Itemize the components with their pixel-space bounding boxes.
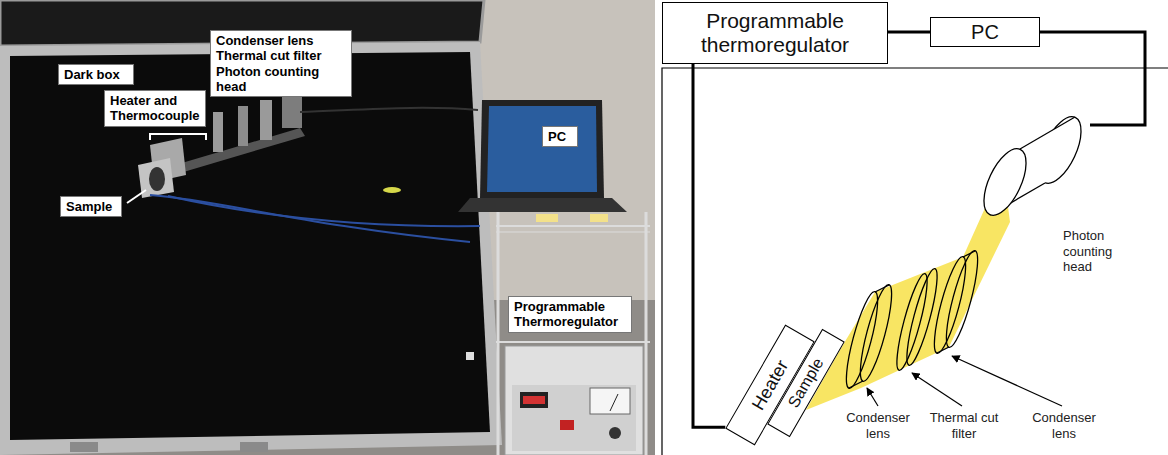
meter — [590, 388, 630, 414]
wall — [0, 0, 655, 455]
display — [520, 392, 548, 408]
cable — [693, 64, 725, 427]
device-box: PC — [930, 17, 1040, 47]
label-text: Heater and Thermocouple — [110, 93, 200, 124]
label-text: Programmable thermoregulator — [669, 9, 881, 56]
photo-label-box: Sample — [60, 196, 122, 217]
light-beam — [806, 168, 1010, 410]
label-text: Condenser lens — [216, 33, 346, 48]
rack-shelf — [496, 225, 650, 227]
laptop-screen — [480, 100, 604, 198]
label-text: PC — [548, 129, 572, 144]
sample-disc — [149, 167, 165, 191]
laptop-base — [458, 198, 627, 212]
callout-label: Condenser lens — [838, 410, 918, 441]
leader-arrow — [952, 356, 1062, 406]
lens-holder — [213, 112, 223, 152]
thermoregulator-case — [505, 346, 643, 455]
label-text: Programmable Thermoregulator — [514, 299, 626, 330]
leader-arrow — [867, 388, 878, 406]
callout-label: Thermal cut filter — [924, 410, 1004, 441]
cylinder-outline — [975, 110, 1090, 220]
leader-arrow — [912, 373, 962, 406]
label-text: Thermal cut filter — [216, 48, 346, 63]
box-interior — [10, 52, 490, 440]
cable — [300, 108, 478, 112]
filter-holder — [238, 106, 248, 146]
note — [536, 214, 558, 222]
part — [466, 352, 474, 360]
photo-label-box: Condenser lensThermal cut filterPhoton c… — [210, 30, 352, 97]
part — [383, 187, 401, 193]
latch — [70, 442, 98, 452]
latch — [240, 442, 268, 452]
thermoregulator-panel — [512, 385, 636, 451]
box-frame — [0, 42, 502, 455]
label-text: Dark box — [64, 67, 128, 82]
photon-counting-head: Photon counting head — [975, 110, 1090, 220]
bracket — [150, 134, 206, 140]
photo-label-box: Heater and Thermocouple — [104, 90, 206, 127]
rack-post — [497, 212, 500, 455]
condenser-lens — [840, 282, 897, 390]
photo-label-box: Dark box — [58, 64, 134, 85]
thermal-cut-filter — [891, 267, 942, 373]
display-digits — [523, 396, 545, 404]
lens-holder — [260, 100, 272, 140]
wire — [168, 196, 480, 226]
laptop-display — [487, 106, 597, 192]
rack-shelf — [496, 232, 650, 233]
label-text: Photon counting head — [1063, 228, 1125, 275]
optical-rail — [165, 128, 305, 176]
counting-head — [282, 96, 302, 128]
callout-label: Condenser lens — [1024, 410, 1104, 441]
label-text: Photon counting head — [216, 64, 346, 95]
label-text: PC — [971, 21, 999, 43]
switch — [560, 420, 574, 430]
condenser-lens — [928, 248, 983, 355]
meter-needle — [610, 394, 618, 411]
knob — [609, 427, 621, 439]
label-text: Sample — [66, 199, 116, 214]
rack-post — [645, 212, 648, 455]
cable — [1040, 32, 1145, 125]
rack-shelf — [496, 341, 650, 343]
device-box: Programmable thermoregulator — [662, 2, 888, 64]
photo-label-box: Programmable Thermoregulator — [508, 296, 632, 333]
photo-label-box: PC — [542, 126, 578, 147]
leader-line — [127, 190, 146, 203]
cable — [888, 31, 930, 34]
note — [590, 214, 608, 222]
